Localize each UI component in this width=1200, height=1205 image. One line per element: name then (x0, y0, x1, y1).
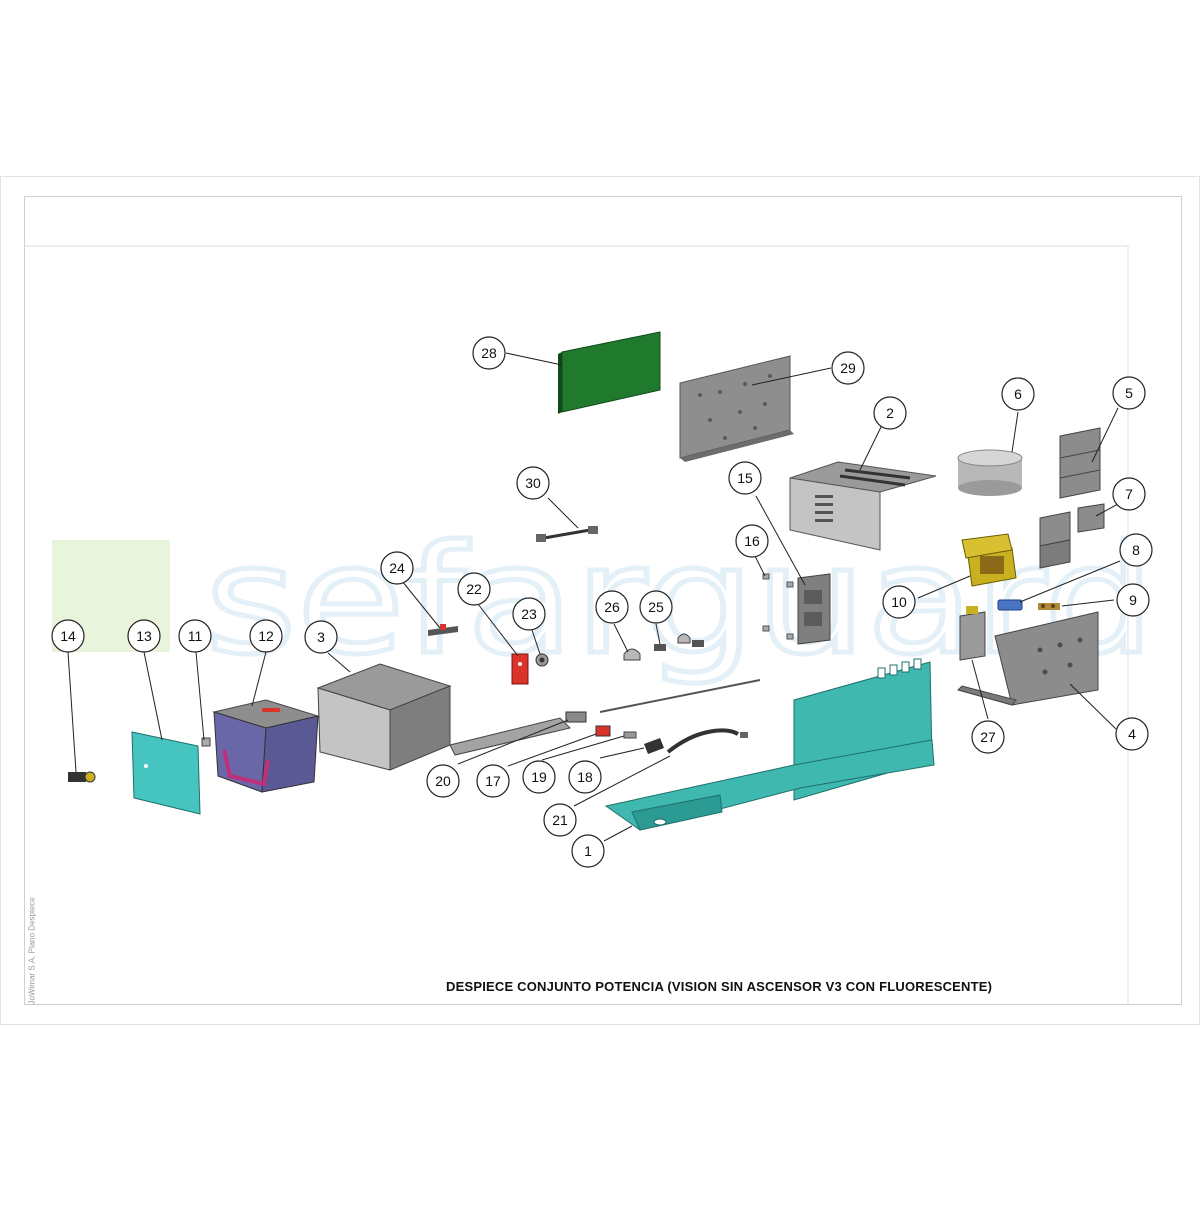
part-5-heatsink-block (1059, 427, 1101, 499)
callout-label: 1 (584, 843, 592, 859)
callout-28: 28 (472, 336, 506, 370)
part-15-relay-board (797, 573, 831, 645)
part-13-cover-plate (131, 731, 201, 815)
callout-4: 4 (1115, 717, 1149, 751)
callout-19: 19 (522, 760, 556, 794)
part-9-terminal (1038, 603, 1060, 610)
inner-frame-line (24, 245, 1129, 1004)
part-1-chassis (604, 658, 935, 831)
drawing-frame (24, 196, 1182, 1005)
part-2-grille-bracket (789, 461, 937, 551)
callout-label: 5 (1125, 385, 1133, 401)
callout-label: 8 (1132, 542, 1140, 558)
callout-label: 29 (840, 360, 856, 376)
callout-9: 9 (1116, 583, 1150, 617)
callout-label: 20 (435, 773, 451, 789)
callout-18: 18 (568, 760, 602, 794)
part-28-pcb (558, 331, 661, 414)
callout-label: 28 (481, 345, 497, 361)
callout-8: 8 (1119, 533, 1153, 567)
part-12-battery (212, 699, 320, 793)
callout-10: 10 (882, 585, 916, 619)
part-16-standoffs (762, 573, 794, 640)
part-4-mounting-bracket (957, 611, 1099, 706)
callout-label: 17 (485, 773, 501, 789)
callout-label: 16 (744, 533, 760, 549)
drawing-title: DESPIECE CONJUNTO POTENCIA (VISION SIN A… (446, 979, 993, 994)
leader-lines (67, 352, 1121, 842)
callout-12: 12 (249, 619, 283, 653)
part-19-fuse (623, 731, 637, 739)
callout-label: 15 (737, 470, 753, 486)
callout-15: 15 (728, 461, 762, 495)
part-30-cable (536, 526, 598, 542)
callout-label: 25 (648, 599, 664, 615)
part-3-housing (316, 663, 571, 771)
callout-label: 3 (317, 629, 325, 645)
part-23-connector (535, 653, 549, 667)
callout-label: 22 (466, 581, 482, 597)
callout-label: 30 (525, 475, 541, 491)
callout-label: 10 (891, 594, 907, 610)
callout-label: 12 (258, 628, 274, 644)
callout-13: 13 (127, 619, 161, 653)
callout-label: 11 (188, 628, 203, 644)
callout-6: 6 (1001, 377, 1035, 411)
callout-label: 4 (1128, 726, 1136, 742)
part-29-mounting-plate (679, 355, 794, 462)
callout-label: 18 (577, 769, 593, 785)
threaded-rod (599, 679, 761, 713)
part-18-gland (644, 738, 664, 754)
callout-17: 17 (476, 764, 510, 798)
callout-20: 20 (426, 764, 460, 798)
callout-label: 9 (1129, 592, 1137, 608)
part-7-rectifier-blocks (1039, 503, 1105, 569)
callout-30: 30 (516, 466, 550, 500)
part-10-transformer (961, 533, 1017, 587)
part-8-connector (997, 599, 1023, 611)
callout-label: 26 (604, 599, 620, 615)
part-14-key-lock (68, 771, 96, 783)
callout-1: 1 (571, 834, 605, 868)
callout-24: 24 (380, 551, 414, 585)
callout-3: 3 (304, 620, 338, 654)
callout-22: 22 (457, 572, 491, 606)
callout-2: 2 (873, 396, 907, 430)
callout-25: 25 (639, 590, 673, 624)
part-6-toroidal-transformer (957, 449, 1023, 496)
callout-label: 13 (136, 628, 152, 644)
part-21-power-cable (666, 728, 748, 754)
callout-16: 16 (735, 524, 769, 558)
callout-11: 11 (178, 619, 212, 653)
part-17-switch (595, 725, 611, 737)
callout-label: 21 (552, 812, 568, 828)
side-note: JoWimar S.A. Plano Despiece (27, 897, 37, 1005)
part-27-filter (959, 606, 986, 661)
callout-label: 24 (389, 560, 405, 576)
part-26-cable-clamp (623, 633, 691, 661)
callout-label: 7 (1125, 486, 1133, 502)
part-25-cable-clamp (654, 640, 704, 651)
callout-7: 7 (1112, 477, 1146, 511)
callout-14: 14 (51, 619, 85, 653)
callout-27: 27 (971, 720, 1005, 754)
callout-21: 21 (543, 803, 577, 837)
callout-label: 23 (521, 606, 537, 622)
callout-label: 14 (60, 628, 76, 644)
callout-label: 6 (1014, 386, 1022, 402)
callout-5: 5 (1112, 376, 1146, 410)
callout-26: 26 (595, 590, 629, 624)
part-22-red-plate (511, 653, 529, 685)
callout-label: 27 (980, 729, 996, 745)
part-24-small-bracket (428, 624, 458, 636)
callout-29: 29 (831, 351, 865, 385)
callout-label: 19 (531, 769, 547, 785)
part-11-nut (201, 737, 211, 747)
callout-23: 23 (512, 597, 546, 631)
callout-label: 2 (886, 405, 894, 421)
part-20-fuse-holder (565, 711, 587, 723)
